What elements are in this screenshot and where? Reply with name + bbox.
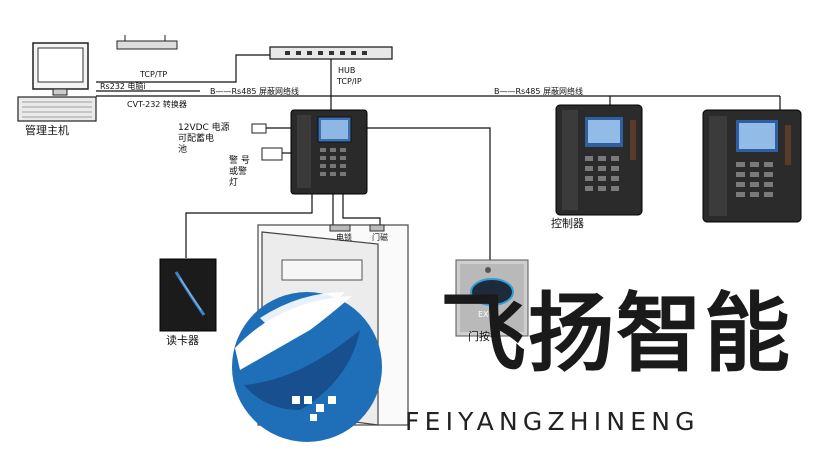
alarm-icon <box>261 147 283 161</box>
brand-name-cn: 飞扬智能 <box>440 284 792 384</box>
power-label-1: 12VDC 电源 <box>178 123 230 133</box>
converter-device-icon <box>116 35 178 50</box>
computer-icon <box>17 42 97 122</box>
power-label-3: 池 <box>178 145 188 155</box>
brand-logo-icon <box>232 292 382 442</box>
alarm-label-1: 警 号 <box>229 156 250 166</box>
exit-text: EXIT <box>478 310 496 319</box>
controller-label: 控制器 <box>551 217 584 230</box>
computer-label: 管理主机 <box>25 124 69 137</box>
alarm-label-3: 灯 <box>229 178 239 188</box>
controller-2-icon <box>555 104 643 216</box>
lock-label: 电锁 <box>336 233 352 242</box>
exit-button-label: 门按钮 <box>468 330 501 343</box>
controller-3-icon <box>702 109 802 223</box>
main-controller-icon <box>290 109 368 195</box>
rs485-left-label: B——Rs485 屏蔽网络线 <box>210 87 300 96</box>
hub-icon <box>269 46 393 60</box>
rs485-right-label: B——Rs485 屏蔽网络线 <box>494 87 584 96</box>
power-supply-icon <box>251 123 267 134</box>
cvt232-label: CVT-232 转换器 <box>127 100 187 109</box>
hub-label: HUB <box>338 66 356 75</box>
exit-button-icon <box>455 259 529 337</box>
tcp-tp-label: TCP/TP <box>140 70 168 79</box>
card-reader-icon <box>159 258 217 332</box>
rs232-label: Rs232 电脑i <box>100 82 146 91</box>
brand-name-en: FEIYANGZHINENG <box>405 407 700 436</box>
power-label-2: 可配蓄电 <box>178 134 215 144</box>
tcp-ip-label: TCP/IP <box>337 77 362 86</box>
reader-label: 读卡器 <box>166 334 199 347</box>
door-sensor-label: 门磁 <box>372 233 388 242</box>
alarm-label-2: 或警 <box>229 167 248 177</box>
